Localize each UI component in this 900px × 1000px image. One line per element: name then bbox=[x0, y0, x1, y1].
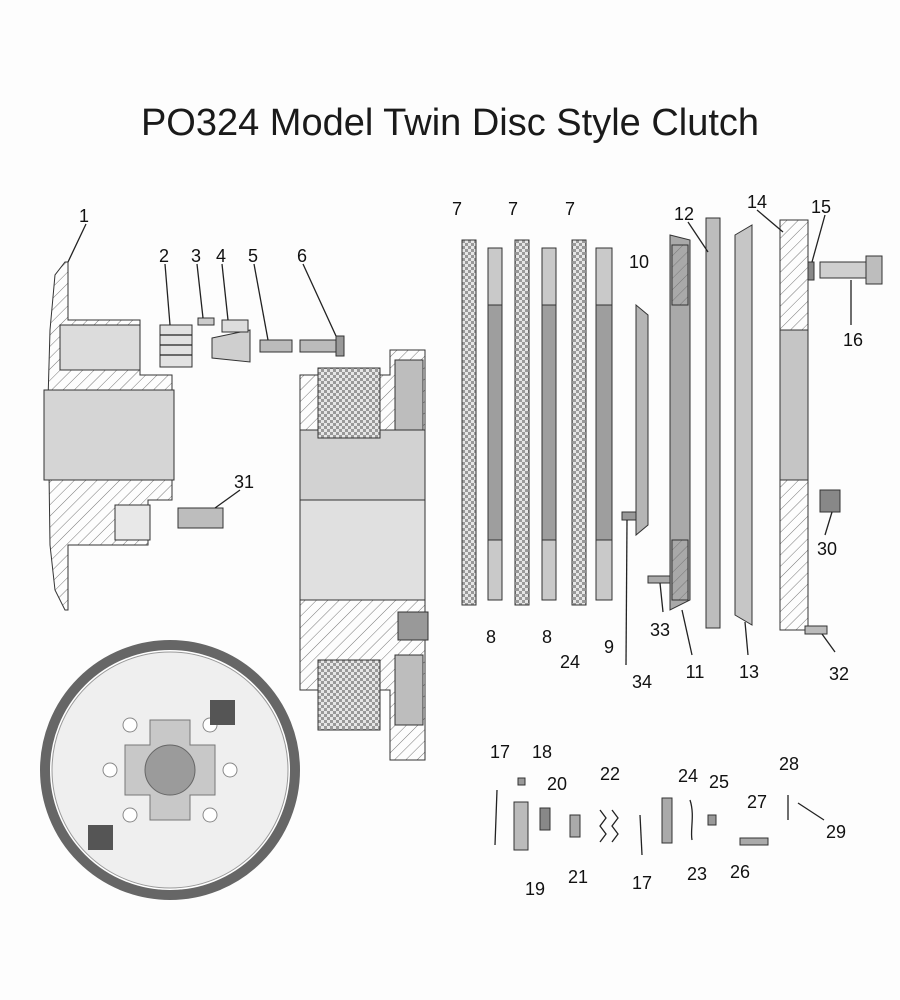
label-part-4: 4 bbox=[216, 246, 226, 266]
label-part-7a: 7 bbox=[452, 199, 462, 219]
screw-part-34 bbox=[621, 511, 637, 521]
label-part-24b: 24 bbox=[678, 766, 698, 786]
label-part-31: 31 bbox=[234, 472, 254, 492]
lever-plate-part-11 bbox=[669, 234, 691, 611]
spring-part-5 bbox=[259, 339, 293, 353]
drive-plate-part-8a bbox=[487, 247, 503, 601]
label-part-6: 6 bbox=[297, 246, 307, 266]
label-part-22: 22 bbox=[600, 764, 620, 784]
bolt-part-16 bbox=[819, 255, 883, 285]
label-part-8a: 8 bbox=[486, 627, 496, 647]
label-part-3: 3 bbox=[191, 246, 201, 266]
label-part-8b: 8 bbox=[542, 627, 552, 647]
hub-section-part-1 bbox=[43, 261, 175, 611]
friction-disc-part-7b bbox=[514, 239, 530, 606]
pressure-plate-part-9 bbox=[595, 247, 613, 601]
label-part-32: 32 bbox=[829, 664, 849, 684]
label-part-20: 20 bbox=[547, 774, 567, 794]
label-part-1: 1 bbox=[79, 206, 89, 226]
label-part-5: 5 bbox=[248, 246, 258, 266]
label-part-25: 25 bbox=[709, 772, 729, 792]
label-part-13: 13 bbox=[739, 662, 759, 682]
label-part-26: 26 bbox=[730, 862, 750, 882]
spring-part-2 bbox=[159, 324, 193, 368]
label-part-7c: 7 bbox=[565, 199, 575, 219]
leader-lines bbox=[67, 209, 852, 821]
label-part-19: 19 bbox=[525, 879, 545, 899]
bolt-part-33 bbox=[647, 575, 671, 584]
friction-disc-part-7a bbox=[461, 239, 477, 606]
drive-plate-part-8b bbox=[541, 247, 557, 601]
pin-part-3 bbox=[197, 317, 215, 326]
label-part-21: 21 bbox=[568, 867, 588, 887]
label-part-29: 29 bbox=[826, 822, 846, 842]
label-part-12: 12 bbox=[674, 204, 694, 224]
plate-part-13 bbox=[734, 224, 753, 626]
label-part-15: 15 bbox=[811, 197, 831, 217]
label-part-16: 16 bbox=[843, 330, 863, 350]
small-parts-row bbox=[494, 777, 789, 856]
label-part-18: 18 bbox=[532, 742, 552, 762]
label-part-34: 34 bbox=[632, 672, 652, 692]
label-part-2: 2 bbox=[159, 246, 169, 266]
disc-part-12 bbox=[705, 217, 721, 629]
diagram-title: PO324 Model Twin Disc Style Clutch bbox=[140, 102, 760, 144]
flange-part-14 bbox=[779, 219, 809, 631]
bolt-part-32 bbox=[804, 625, 828, 635]
label-part-30: 30 bbox=[817, 539, 837, 559]
pin-part-31 bbox=[177, 507, 224, 529]
nut-part-30 bbox=[819, 489, 841, 513]
part-labels: 1 2 3 4 5 6 7 7 7 8 8 24 9 10 11 12 13 1… bbox=[79, 192, 863, 899]
label-part-33: 33 bbox=[650, 620, 670, 640]
label-part-17a: 17 bbox=[490, 742, 510, 762]
label-part-24a: 24 bbox=[560, 652, 580, 672]
plate-part-10 bbox=[635, 303, 649, 537]
label-part-9: 9 bbox=[604, 637, 614, 657]
assembled-clutch-section bbox=[299, 349, 429, 761]
bolt-part-6 bbox=[299, 335, 345, 357]
label-part-28: 28 bbox=[779, 754, 799, 774]
sleeve-part-4 bbox=[211, 319, 251, 363]
label-part-17b: 17 bbox=[632, 873, 652, 893]
label-part-23: 23 bbox=[687, 864, 707, 884]
washer-part-15 bbox=[807, 261, 815, 281]
label-part-11: 11 bbox=[686, 662, 705, 682]
friction-disc-part-7c bbox=[571, 239, 587, 606]
label-part-7b: 7 bbox=[508, 199, 518, 219]
label-part-14: 14 bbox=[747, 192, 767, 212]
label-part-27: 27 bbox=[747, 792, 767, 812]
label-part-10: 10 bbox=[629, 252, 649, 272]
clutch-face-view bbox=[40, 640, 300, 900]
